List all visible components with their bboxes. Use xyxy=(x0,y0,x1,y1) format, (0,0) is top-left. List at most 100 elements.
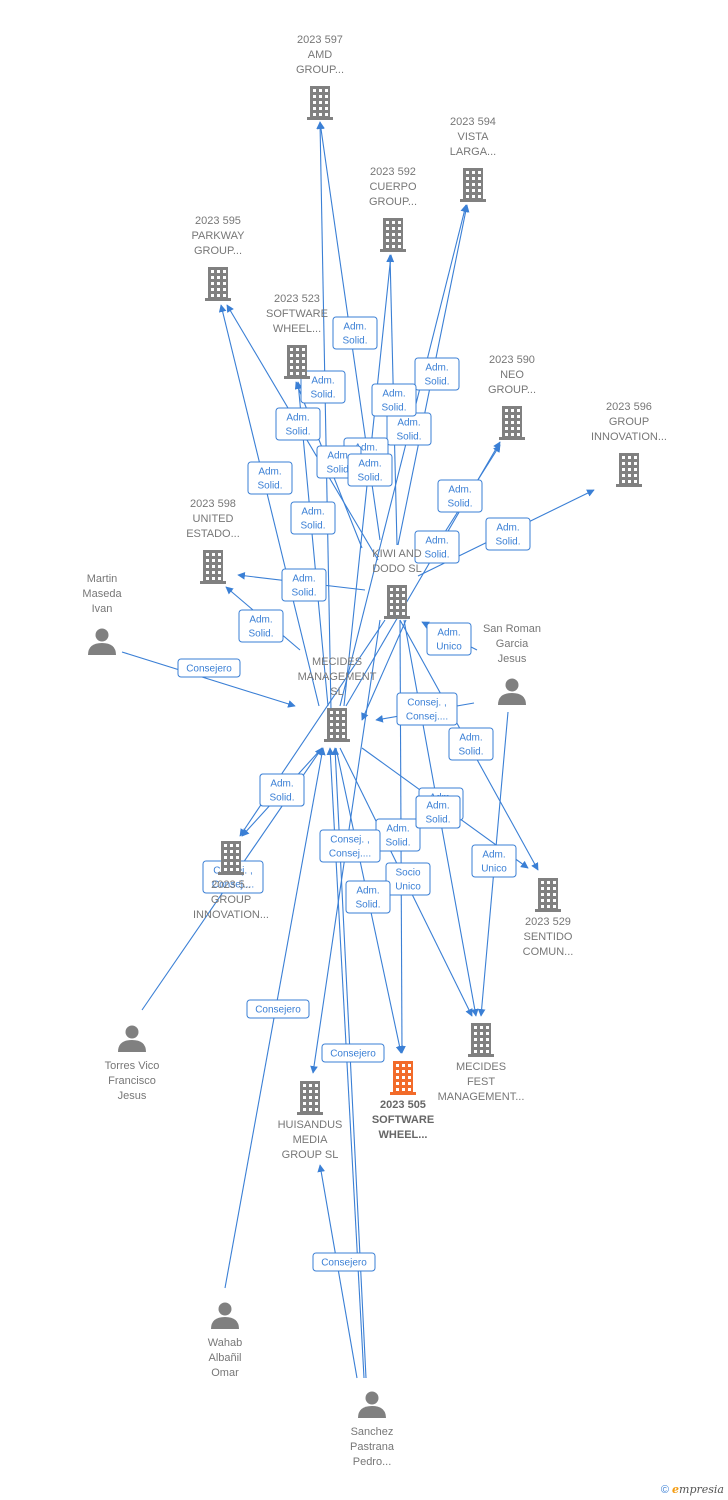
building-window xyxy=(396,588,399,591)
node-label: Ivan xyxy=(92,603,113,615)
node-neo[interactable]: 2023 590NEOGROUP... xyxy=(488,354,536,440)
building-window xyxy=(342,723,345,726)
edge-label-text: Solid. xyxy=(257,481,282,492)
edge-label-kiwi-vista[interactable]: Adm.Solid. xyxy=(414,357,460,391)
node-label: Wahab xyxy=(208,1337,242,1349)
node-sanchez[interactable]: SanchezPastranaPedro... xyxy=(350,1391,395,1469)
edge-label-kiwi-sw523[interactable]: Adm.Solid. xyxy=(275,407,321,441)
edge-label-sanchez-sw505[interactable]: Consejero xyxy=(321,1043,385,1063)
building-window xyxy=(290,372,293,375)
building-window xyxy=(212,571,215,574)
node-sw523[interactable]: 2023 523SOFTWAREWHEEL... xyxy=(266,293,328,379)
building-window xyxy=(217,288,220,291)
edge-label-wahab-mecides[interactable]: Consejero xyxy=(246,999,310,1019)
edge-label-martin-mecides[interactable]: Consejero xyxy=(177,658,241,678)
edge-label-sanroman-kiwi[interactable]: Adm.Unico xyxy=(426,622,472,656)
building-base xyxy=(468,1054,494,1057)
building-window xyxy=(236,850,239,853)
building-window xyxy=(313,89,316,92)
edge-label-sanchez-huisandus[interactable]: Consejero xyxy=(312,1252,376,1272)
edge-label-kiwi-amd[interactable]: Adm.Solid. xyxy=(332,316,378,350)
node-label: Albañil xyxy=(208,1352,241,1364)
edge-label-mecides-gi2[interactable]: Adm.Solid. xyxy=(259,773,305,807)
edge-martin-mecides xyxy=(121,651,296,708)
edge-label-sanchez-mecides[interactable]: Adm.Solid. xyxy=(345,880,391,914)
edge-mecides-parkway xyxy=(218,304,320,707)
node-united[interactable]: 2023 598UNITEDESTADO... xyxy=(186,498,240,584)
edge-label-mecides-vista[interactable]: Adm.Solid. xyxy=(386,412,432,446)
building-window xyxy=(634,474,637,477)
node-gi2[interactable]: 2023 5..GROUPINNOVATION... xyxy=(193,841,269,921)
building-window xyxy=(505,433,508,436)
edge-labels-layer: Adm.Solid.Adm.Solid.Adm.Solid.Adm.Solid.… xyxy=(177,316,531,1272)
building-window xyxy=(396,1064,399,1067)
edge-label-mecides-parkway[interactable]: Adm.Solid. xyxy=(290,501,336,535)
building-window xyxy=(290,354,293,357)
edge-label-box xyxy=(259,773,305,807)
building-window xyxy=(390,600,393,603)
building-window xyxy=(390,612,393,615)
node-cuerpo[interactable]: 2023 592CUERPOGROUP... xyxy=(369,166,417,252)
edge-label-kiwi-gi596[interactable]: Adm.Solid. xyxy=(485,517,531,551)
building-icon xyxy=(218,841,244,875)
building-window xyxy=(342,735,345,738)
person-head xyxy=(218,1302,232,1316)
edge-label-mecides-sw505[interactable]: Adm.Solid. xyxy=(375,818,421,852)
building-window xyxy=(402,588,405,591)
node-label: 2023 595 xyxy=(195,215,241,227)
edge-label-kiwi-cuerpo[interactable]: Adm.Solid. xyxy=(371,383,417,417)
edge-label-text: Unico xyxy=(481,864,507,875)
node-mfest[interactable]: MECIDESFESTMANAGEMENT... xyxy=(438,1023,525,1103)
building-window xyxy=(296,366,299,369)
edge-label-text: Solid. xyxy=(291,588,316,599)
edge-label-kiwi-mecides[interactable]: Adm.Solid. xyxy=(347,453,393,487)
building-window xyxy=(474,1032,477,1035)
edge-label-mecides-mfest[interactable]: Adm.Solid. xyxy=(415,795,461,829)
building-window xyxy=(392,221,395,224)
building-window xyxy=(396,600,399,603)
node-amd[interactable]: 2023 597AMDGROUP... xyxy=(296,34,344,120)
node-sw505[interactable]: 2023 505SOFTWAREWHEEL... xyxy=(372,1061,434,1141)
node-gi596[interactable]: 2023 596GROUPINNOVATION... xyxy=(591,401,667,487)
edge-label-kiwi-parkway[interactable]: Adm.Solid. xyxy=(247,461,293,495)
person-icon xyxy=(498,678,526,705)
edge-label-sanroman-mfest[interactable]: Adm.Unico xyxy=(471,844,517,878)
building-window xyxy=(547,893,550,896)
building-window xyxy=(303,1090,306,1093)
node-label: SOFTWARE xyxy=(266,308,328,320)
person-body xyxy=(211,1317,239,1329)
edge-label-kiwi-neo[interactable]: Adm.Solid. xyxy=(437,479,483,513)
building-window xyxy=(553,893,556,896)
edge-label-sanroman-mecides[interactable]: Consej. ,Consej.... xyxy=(396,692,458,726)
building-window xyxy=(480,1026,483,1029)
building-window xyxy=(342,717,345,720)
node-label: SENTIDO xyxy=(524,931,573,943)
edge-label-text: Consejero xyxy=(186,664,232,675)
edge-label-kiwi-united[interactable]: Adm.Solid. xyxy=(281,568,327,602)
edge-label-mecides-united[interactable]: Adm.Solid. xyxy=(238,609,284,643)
building-window xyxy=(402,1088,405,1091)
edge-label-kiwi-sentido[interactable]: Adm.Solid. xyxy=(448,727,494,761)
node-label: MEDIA xyxy=(293,1134,329,1146)
edge-label-box xyxy=(414,357,460,391)
edge-label-mecides-amd[interactable]: Adm.Solid. xyxy=(300,370,346,404)
building-window xyxy=(511,415,514,418)
building-icon xyxy=(390,1061,416,1095)
node-sentido[interactable]: 2023 529SENTIDOCOMUN... xyxy=(523,878,574,958)
edge-label-mecides-neo[interactable]: Adm.Solid. xyxy=(414,530,460,564)
edge-label-kiwi-huisandus[interactable]: Consej. ,Consej.... xyxy=(319,829,381,863)
node-vista[interactable]: 2023 594VISTALARGA... xyxy=(450,116,496,202)
edge-label-text: Consejero xyxy=(255,1005,301,1016)
node-parkway[interactable]: 2023 595PARKWAYGROUP... xyxy=(192,215,246,301)
brand-footer[interactable]: © empresia xyxy=(661,1483,724,1496)
node-label: 2023 598 xyxy=(190,498,236,510)
edge-label-text: Solid. xyxy=(269,793,294,804)
